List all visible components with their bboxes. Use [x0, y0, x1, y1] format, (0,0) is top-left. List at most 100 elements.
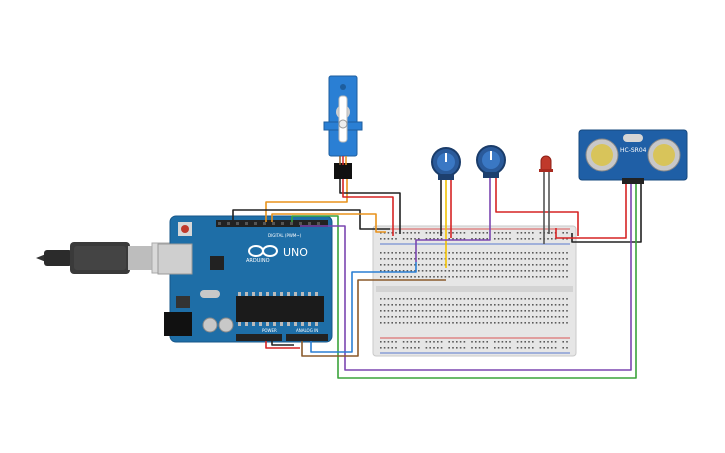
- breadboard-hole[interactable]: [501, 347, 504, 349]
- breadboard-hole[interactable]: [429, 316, 431, 318]
- breadboard-hole[interactable]: [437, 310, 439, 312]
- breadboard-hole[interactable]: [425, 310, 428, 312]
- breadboard-hole[interactable]: [520, 298, 523, 300]
- breadboard-hole[interactable]: [467, 322, 469, 324]
- breadboard-hole[interactable]: [395, 322, 397, 324]
- breadboard-hole[interactable]: [566, 276, 568, 278]
- breadboard-hole[interactable]: [395, 304, 397, 306]
- breadboard-hole[interactable]: [380, 347, 382, 349]
- breadboard-hole[interactable]: [448, 322, 450, 324]
- breadboard-hole[interactable]: [391, 276, 393, 278]
- breadboard-hole[interactable]: [532, 276, 534, 278]
- breadboard-hole[interactable]: [497, 347, 500, 349]
- breadboard-hole[interactable]: [395, 276, 397, 278]
- breadboard-hole[interactable]: [387, 341, 390, 343]
- breadboard-hole[interactable]: [528, 304, 530, 306]
- breadboard-hole[interactable]: [547, 270, 549, 272]
- breadboard-hole[interactable]: [505, 252, 507, 254]
- breadboard-hole[interactable]: [380, 304, 382, 306]
- breadboard-hole[interactable]: [528, 322, 530, 324]
- breadboard-hole[interactable]: [463, 304, 466, 306]
- breadboard-hole[interactable]: [387, 310, 390, 312]
- breadboard-hole[interactable]: [494, 298, 496, 300]
- breadboard-hole[interactable]: [448, 264, 450, 266]
- breadboard-hole[interactable]: [551, 310, 553, 312]
- breadboard-hole[interactable]: [475, 258, 477, 260]
- breadboard-hole[interactable]: [501, 310, 504, 312]
- breadboard-hole[interactable]: [402, 270, 405, 272]
- breadboard-hole[interactable]: [509, 238, 511, 240]
- breadboard-hole[interactable]: [475, 322, 477, 324]
- breadboard-hole[interactable]: [395, 264, 397, 266]
- breadboard-hole[interactable]: [478, 298, 481, 300]
- breadboard-hole[interactable]: [554, 298, 557, 300]
- breadboard-hole[interactable]: [505, 258, 507, 260]
- breadboard-hole[interactable]: [421, 258, 424, 260]
- breadboard-hole[interactable]: [440, 322, 443, 324]
- breadboard-hole[interactable]: [437, 252, 439, 254]
- breadboard-hole[interactable]: [562, 252, 564, 254]
- breadboard-hole[interactable]: [520, 347, 523, 349]
- breadboard-hole[interactable]: [505, 276, 507, 278]
- breadboard-hole[interactable]: [395, 232, 397, 234]
- breadboard-hole[interactable]: [497, 252, 500, 254]
- breadboard-hole[interactable]: [448, 341, 450, 343]
- breadboard-hole[interactable]: [418, 232, 420, 234]
- breadboard-hole[interactable]: [554, 252, 557, 254]
- breadboard-hole[interactable]: [475, 347, 477, 349]
- breadboard-hole[interactable]: [566, 252, 568, 254]
- breadboard-hole[interactable]: [410, 341, 412, 343]
- breadboard-hole[interactable]: [497, 232, 500, 234]
- breadboard-hole[interactable]: [406, 322, 409, 324]
- breadboard-hole[interactable]: [391, 322, 393, 324]
- breadboard-hole[interactable]: [414, 258, 416, 260]
- breadboard-hole[interactable]: [437, 316, 439, 318]
- breadboard-hole[interactable]: [547, 238, 549, 240]
- breadboard-hole[interactable]: [456, 298, 458, 300]
- breadboard-hole[interactable]: [395, 316, 397, 318]
- breadboard-hole[interactable]: [399, 276, 401, 278]
- breadboard-hole[interactable]: [383, 252, 386, 254]
- breadboard-hole[interactable]: [558, 322, 561, 324]
- breadboard-hole[interactable]: [437, 264, 439, 266]
- breadboard-hole[interactable]: [399, 264, 401, 266]
- breadboard-hole[interactable]: [459, 322, 462, 324]
- breadboard-hole[interactable]: [410, 270, 412, 272]
- breadboard-hole[interactable]: [471, 304, 473, 306]
- breadboard-hole[interactable]: [444, 304, 447, 306]
- breadboard-hole[interactable]: [501, 316, 504, 318]
- breadboard-hole[interactable]: [380, 238, 382, 240]
- breadboard-hole[interactable]: [391, 341, 393, 343]
- breadboard-hole[interactable]: [429, 270, 431, 272]
- breadboard-hole[interactable]: [543, 264, 545, 266]
- breadboard-hole[interactable]: [524, 310, 526, 312]
- breadboard-hole[interactable]: [452, 298, 454, 300]
- breadboard-hole[interactable]: [433, 264, 435, 266]
- breadboard-hole[interactable]: [532, 298, 534, 300]
- breadboard-hole[interactable]: [437, 270, 439, 272]
- breadboard-hole[interactable]: [532, 304, 534, 306]
- breadboard-hole[interactable]: [425, 264, 428, 266]
- breadboard-hole[interactable]: [380, 276, 382, 278]
- breadboard-hole[interactable]: [513, 264, 515, 266]
- breadboard-hole[interactable]: [387, 232, 390, 234]
- breadboard-hole[interactable]: [566, 238, 568, 240]
- breadboard-hole[interactable]: [380, 270, 382, 272]
- breadboard-hole[interactable]: [524, 238, 526, 240]
- breadboard-hole[interactable]: [543, 304, 545, 306]
- breadboard-icon[interactable]: [372, 225, 577, 357]
- breadboard-hole[interactable]: [471, 238, 473, 240]
- breadboard-hole[interactable]: [494, 276, 496, 278]
- breadboard-hole[interactable]: [543, 276, 545, 278]
- breadboard-hole[interactable]: [513, 322, 515, 324]
- breadboard-hole[interactable]: [467, 252, 469, 254]
- breadboard-hole[interactable]: [501, 258, 504, 260]
- breadboard-hole[interactable]: [402, 347, 405, 349]
- breadboard-hole[interactable]: [452, 341, 454, 343]
- breadboard-hole[interactable]: [558, 316, 561, 318]
- breadboard-hole[interactable]: [475, 304, 477, 306]
- breadboard-hole[interactable]: [486, 316, 488, 318]
- breadboard-hole[interactable]: [459, 347, 462, 349]
- breadboard-hole[interactable]: [528, 238, 530, 240]
- breadboard-hole[interactable]: [501, 264, 504, 266]
